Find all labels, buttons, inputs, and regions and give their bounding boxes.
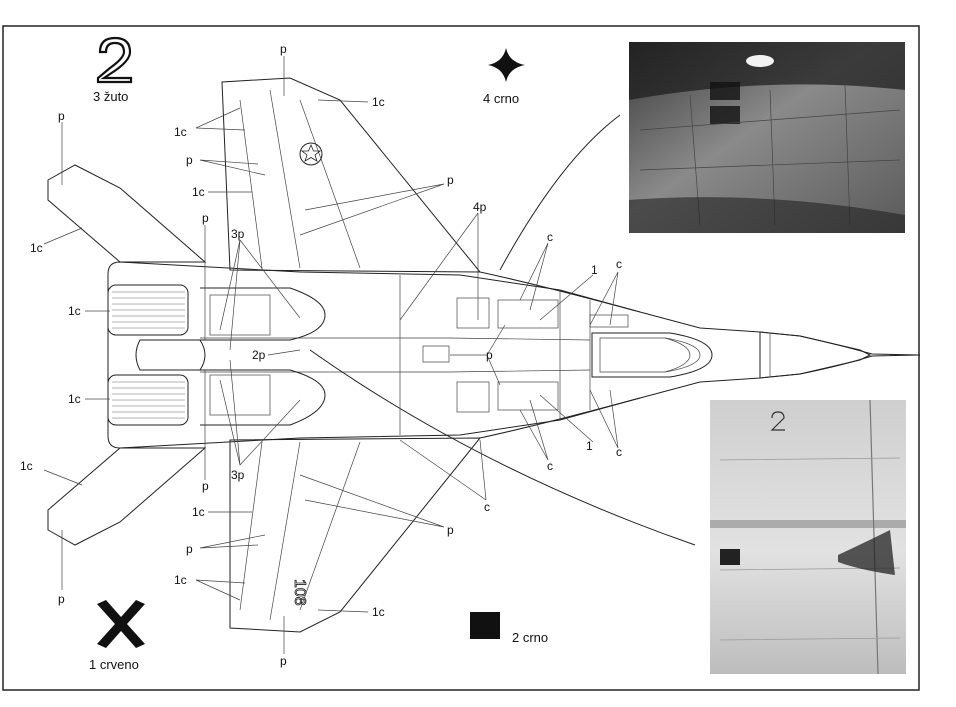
legend-label-4-crno: 4 crno — [483, 91, 519, 106]
callout-p: p — [280, 654, 287, 668]
callout-4p: 4p — [473, 200, 487, 214]
legend-label-zuto: 3 žuto — [93, 89, 128, 104]
callout-1c: 1c — [68, 392, 81, 406]
legend-label-2-crno: 2 crno — [512, 630, 548, 645]
callout-1c: 1c — [20, 459, 33, 473]
callout-1c: 1c — [372, 95, 385, 109]
callout-1: 1 — [591, 263, 598, 277]
callout-3p: 3p — [231, 227, 245, 241]
roundel-star-icon — [299, 142, 323, 166]
callout-p: p — [58, 109, 65, 123]
callout-1c: 1c — [30, 241, 43, 255]
sheet-border — [2, 25, 920, 691]
legend-label-crveno: 1 crveno — [89, 657, 139, 672]
callout-p: p — [202, 211, 209, 225]
callout-3p: 3p — [231, 468, 245, 482]
callout-labels: p 1c 1c p 1c p p 1c p 3p 4p c 1 c 1c 2p … — [20, 42, 622, 668]
callout-c: c — [616, 257, 622, 271]
reference-photo-top — [629, 42, 905, 233]
callout-1c: 1c — [174, 125, 187, 139]
engine-nozzle-lower-detail — [112, 381, 185, 419]
callout-leaders — [43, 56, 619, 654]
callout-p: p — [202, 479, 209, 493]
callout-p: p — [280, 42, 287, 56]
callout-c: c — [616, 445, 622, 459]
callout-p: p — [58, 592, 65, 606]
callout-p: p — [447, 523, 454, 537]
callout-p: p — [447, 173, 454, 187]
serial-number-marking: 108 — [291, 579, 308, 606]
aircraft-outline — [47, 77, 921, 633]
callout-p: p — [486, 348, 493, 362]
callout-1c: 1c — [192, 185, 205, 199]
callout-1c: 1c — [372, 605, 385, 619]
callout-1c: 1c — [174, 573, 187, 587]
callout-1c: 1c — [192, 505, 205, 519]
engine-nozzle-upper-detail — [112, 291, 185, 329]
callout-p: p — [186, 153, 193, 167]
numeral-2-stencil-icon — [96, 36, 133, 84]
callout-p: p — [186, 542, 193, 556]
callout-c: c — [547, 230, 553, 244]
x-cross-icon — [97, 600, 145, 648]
callout-2p: 2p — [252, 348, 266, 362]
four-point-star-icon — [488, 48, 525, 82]
reference-photo-bottom — [710, 399, 906, 675]
callout-c: c — [547, 459, 553, 473]
black-square-icon — [470, 612, 500, 639]
callout-1: 1 — [586, 439, 593, 453]
callout-c: c — [484, 500, 490, 514]
callout-1c: 1c — [68, 304, 81, 318]
